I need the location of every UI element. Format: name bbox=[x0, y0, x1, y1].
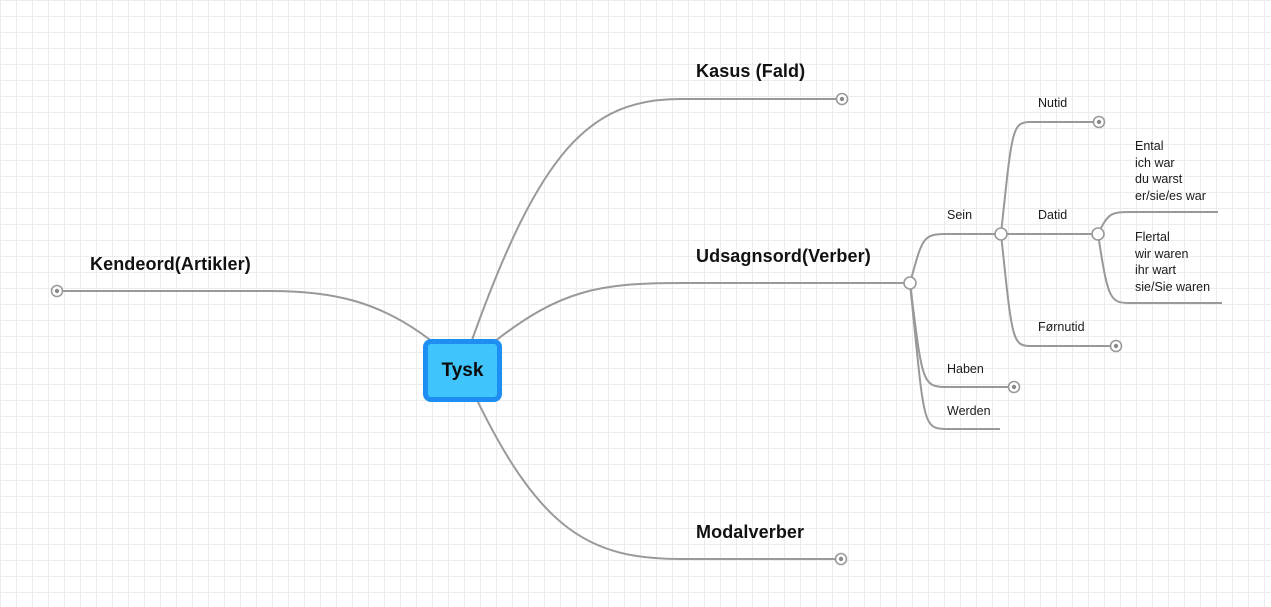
edge-nutid bbox=[1000, 121, 1094, 235]
flertal-line: ihr wart bbox=[1135, 263, 1176, 277]
edge-udsagnsord bbox=[493, 282, 906, 343]
edge-sein bbox=[909, 233, 997, 284]
topic-kasus[interactable]: Kasus (Fald) bbox=[696, 61, 806, 81]
branch-knob-icon[interactable] bbox=[994, 227, 1008, 241]
edge-kasus bbox=[471, 98, 838, 341]
collapse-handle-icon[interactable] bbox=[1109, 339, 1123, 353]
collapse-handle-icon[interactable] bbox=[835, 92, 849, 106]
collapse-handle-icon[interactable] bbox=[1092, 115, 1106, 129]
topic-haben[interactable]: Haben bbox=[947, 362, 984, 376]
topic-ental[interactable]: Ental ich war du warst er/sie/es war bbox=[1135, 138, 1206, 204]
edge-modalverber bbox=[475, 397, 836, 560]
root-node-label: Tysk bbox=[441, 359, 484, 381]
topic-sein[interactable]: Sein bbox=[947, 208, 973, 222]
topic-kendeord[interactable]: Kendeord(Artikler) bbox=[90, 254, 251, 274]
collapse-handle-icon[interactable] bbox=[50, 284, 64, 298]
edge-werden bbox=[909, 282, 1000, 430]
collapse-handle-icon[interactable] bbox=[1007, 380, 1021, 394]
ental-line: du warst bbox=[1135, 172, 1183, 186]
collapse-handle-icon[interactable] bbox=[834, 552, 848, 566]
flertal-line: sie/Sie waren bbox=[1135, 279, 1211, 294]
ental-line: er/sie/es war bbox=[1135, 188, 1206, 203]
topic-nutid[interactable]: Nutid bbox=[1038, 96, 1068, 110]
topic-datid[interactable]: Datid bbox=[1038, 208, 1068, 222]
ental-line: ich war bbox=[1135, 155, 1175, 170]
topic-modalverber[interactable]: Modalverber bbox=[696, 522, 805, 542]
flertal-line: wir waren bbox=[1135, 246, 1189, 261]
edge-flertal bbox=[1097, 233, 1222, 304]
ental-heading: Ental bbox=[1135, 139, 1164, 153]
flertal-heading: Flertal bbox=[1135, 230, 1170, 244]
topic-flertal[interactable]: Flertal wir waren ihr wart sie/Sie waren bbox=[1135, 229, 1210, 295]
topic-udsagnsord[interactable]: Udsagnsord(Verber) bbox=[696, 246, 871, 266]
edge-fornutid bbox=[1000, 233, 1112, 347]
root-node-tysk[interactable]: Tysk bbox=[423, 339, 502, 402]
branch-knob-icon[interactable] bbox=[1091, 227, 1105, 241]
branch-knob-icon[interactable] bbox=[903, 276, 917, 290]
topic-fornutid[interactable]: Førnutid bbox=[1038, 320, 1085, 334]
topic-werden[interactable]: Werden bbox=[947, 404, 991, 418]
edge-kendeord bbox=[62, 290, 435, 344]
